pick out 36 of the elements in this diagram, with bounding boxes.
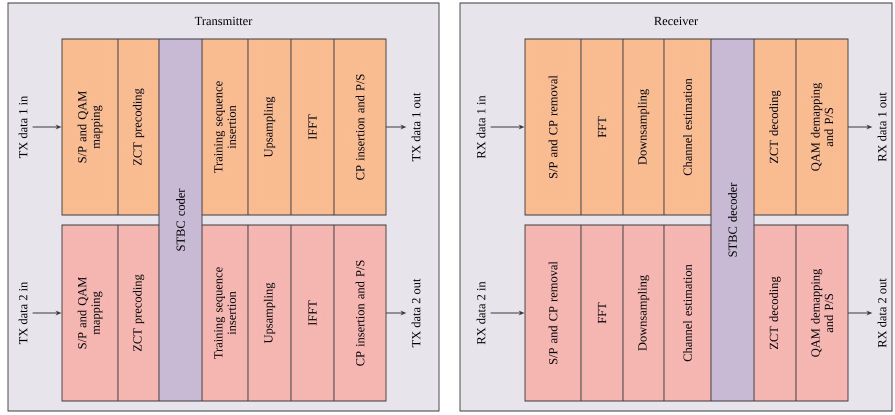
panel-title: Receiver [654, 16, 698, 26]
process-block: QAM demapping and P/S [796, 38, 848, 216]
process-block: Training sequence insertion [202, 38, 248, 216]
process-block: IFFT [290, 224, 334, 402]
process-block: S/P and CP removal [524, 224, 582, 402]
process-block: FFT [580, 38, 624, 216]
process-block: FFT [580, 224, 624, 402]
signal-label: RX data 1 in [476, 96, 486, 158]
process-block: Channel estimation [664, 38, 712, 216]
coder-bar: STBC decoder [710, 38, 754, 402]
process-block: ZCT precoding [118, 38, 160, 216]
signal-label: RX data 2 out [878, 278, 886, 348]
process-block: Channel estimation [664, 224, 712, 402]
coder-bar: STBC coder [158, 38, 202, 402]
process-block: ZCT decoding [754, 224, 796, 402]
process-block: S/P and QAM mapping [62, 224, 118, 402]
process-block: IFFT [290, 38, 334, 216]
process-block: S/P and QAM mapping [62, 38, 118, 216]
signal-label: RX data 2 in [476, 282, 486, 344]
signal-label: RX data 1 out [878, 92, 886, 162]
process-block: CP insertion and P/S [334, 38, 386, 216]
process-block: Upsampling [248, 224, 292, 402]
process-block: ZCT precoding [118, 224, 160, 402]
process-block: Upsampling [248, 38, 292, 216]
signal-label: TX data 1 out [412, 92, 420, 162]
signal-label: TX data 2 in [18, 282, 28, 344]
signal-label: TX data 2 out [412, 278, 420, 348]
signal-label: TX data 1 in [18, 96, 28, 158]
process-block: QAM demapping and P/S [796, 224, 848, 402]
process-block: Training sequence insertion [202, 224, 248, 402]
process-block: ZCT decoding [754, 38, 796, 216]
panel-title: Transmitter [194, 16, 252, 26]
process-block: S/P and CP removal [524, 38, 582, 216]
process-block: CP insertion and P/S [334, 224, 386, 402]
process-block: Downsampling [622, 224, 664, 402]
process-block: Downsampling [622, 38, 664, 216]
